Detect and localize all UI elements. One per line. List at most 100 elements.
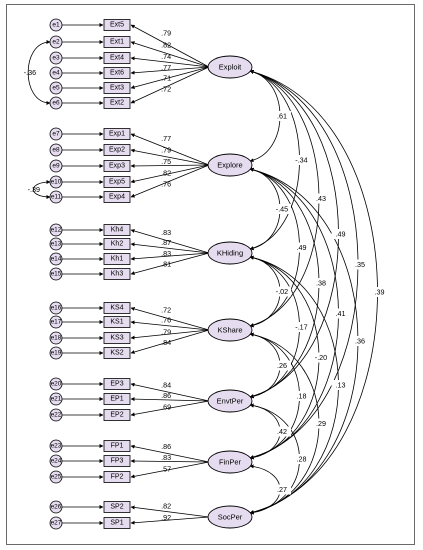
error-term-e21	[49, 392, 63, 406]
indicator-label-SP2: SP2	[110, 504, 123, 511]
loading-value-EP1: .86	[161, 391, 171, 400]
correlation-label-bg	[351, 336, 369, 346]
error-term-e16	[49, 301, 63, 315]
error-term-e5	[49, 81, 63, 95]
error-label-e14: e14	[51, 256, 62, 263]
factor-correlation-EnvtPer-SocPer	[249, 403, 300, 515]
latent-label-Exploit: Exploit	[219, 63, 242, 72]
correlation-label-bg	[273, 360, 291, 371]
latent-factor-Exploit	[207, 55, 253, 79]
correlation-label-bg	[370, 287, 389, 297]
error-label-e17: e17	[51, 319, 62, 326]
indicator-label-KS3: KS3	[110, 335, 123, 342]
loading-path-Exp1	[130, 133, 210, 166]
loading-path-KS2	[130, 329, 210, 354]
indicator-label-Exp4: Exp4	[109, 194, 125, 201]
correlation-value-Exploit-EnvtPer: .49	[336, 230, 346, 239]
error-label-e2: e2	[52, 39, 60, 46]
loading-value-Kh2: .87	[161, 238, 171, 247]
error-label-e24: e24	[51, 458, 62, 465]
correlation-label-bg	[292, 454, 311, 464]
loading-value-Kh4: .83	[161, 228, 171, 237]
indicator-label-Kh4: Kh4	[111, 227, 124, 234]
factor-correlation-KShare-FinPer	[249, 332, 300, 460]
loading-path-Exp4	[130, 164, 210, 198]
latent-label-EnvtPer: EnvtPer	[217, 397, 244, 406]
correlation-value-KShare-FinPer: .18	[297, 392, 307, 401]
loading-value-KS1: .76	[161, 316, 171, 325]
indicator-box-Ext3	[103, 82, 131, 94]
correlation-value-FinPer-SocPer: .27	[277, 485, 287, 494]
loading-value-Ext6: .77	[161, 63, 171, 72]
correlation-value-Exploit-FinPer: .35	[355, 260, 365, 269]
indicator-box-EP1	[103, 393, 131, 405]
indicator-box-KS3	[103, 332, 131, 344]
loading-value-Ext1: .82	[161, 41, 171, 50]
indicator-box-Exp5	[103, 176, 131, 188]
loading-value-Kh3: .81	[161, 260, 171, 269]
indicator-box-SP1	[103, 517, 131, 529]
error-covariance-e10-e11	[32, 180, 51, 199]
latent-label-FinPer: FinPer	[219, 458, 242, 467]
error-label-e18: e18	[51, 335, 62, 342]
loading-path-Kh3	[130, 252, 210, 275]
error-label-e10: e10	[51, 179, 62, 186]
indicator-box-EP3	[103, 378, 131, 390]
indicator-label-EP3: EP3	[110, 381, 123, 388]
error-label-e11: e11	[51, 194, 62, 201]
indicator-box-Kh3	[103, 268, 131, 280]
loading-path-Ext3	[130, 66, 210, 89]
loading-value-SP1: .92	[161, 513, 171, 522]
correlation-value-Explore-FinPer: .41	[336, 309, 346, 318]
loading-value-KS3: .79	[161, 327, 171, 336]
loading-value-Ext5: .79	[161, 28, 171, 37]
indicator-label-FP2: FP2	[111, 474, 124, 481]
error-term-e7	[49, 127, 63, 141]
correlation-label-bg	[273, 426, 291, 437]
indicator-label-Ext2: Ext2	[110, 100, 124, 107]
latent-label-KShare: KShare	[217, 326, 242, 335]
correlation-label-bg	[331, 229, 350, 239]
correlation-value-KShare-SocPer: .29	[316, 419, 326, 428]
indicator-box-Kh1	[103, 253, 131, 265]
loading-path-EP3	[130, 382, 210, 402]
error-term-e17	[49, 315, 63, 329]
error-label-e19: e19	[51, 350, 62, 357]
loading-value-FP3: .83	[161, 453, 171, 462]
indicator-box-Kh2	[103, 238, 131, 250]
error-covariance-value-e10-e11: -.39	[28, 185, 40, 194]
error-label-e5: e5	[52, 85, 60, 92]
error-label-e26: e26	[51, 504, 62, 511]
correlation-label-bg	[292, 322, 311, 332]
indicator-box-Exp1	[103, 128, 131, 140]
loading-value-FP2: .57	[161, 464, 171, 473]
correlation-label-bg	[312, 278, 330, 288]
error-label-e6: e6	[52, 100, 60, 107]
diagram-frame	[6, 4, 415, 545]
loading-path-Ext5	[130, 24, 210, 68]
error-term-e1	[49, 18, 63, 32]
error-term-e2	[49, 35, 63, 49]
error-term-e18	[49, 331, 63, 345]
error-label-e8: e8	[52, 147, 60, 154]
indicator-label-Kh2: Kh2	[111, 241, 124, 248]
correlation-label-bg	[292, 391, 311, 401]
indicator-box-Exp2	[103, 144, 131, 156]
error-label-e22: e22	[51, 412, 62, 419]
loading-value-Ext3: .71	[161, 74, 171, 83]
indicator-box-FP3	[103, 455, 131, 467]
loading-path-Ext4	[130, 56, 210, 68]
error-term-e3	[49, 51, 63, 65]
indicator-label-Ext1: Ext1	[110, 39, 124, 46]
error-term-e8	[49, 143, 63, 157]
loading-value-Exp2: .79	[161, 146, 171, 155]
correlation-value-KHiding-SocPer: .13	[336, 381, 346, 390]
correlation-value-KShare-EnvtPer: .26	[277, 361, 287, 370]
error-term-e24	[49, 454, 63, 468]
loading-value-Ext4: .74	[161, 52, 171, 61]
error-label-e15: e15	[51, 271, 62, 278]
latent-label-SocPer: SocPer	[218, 513, 243, 522]
correlation-value-Exploit-SocPer: .39	[375, 288, 385, 297]
